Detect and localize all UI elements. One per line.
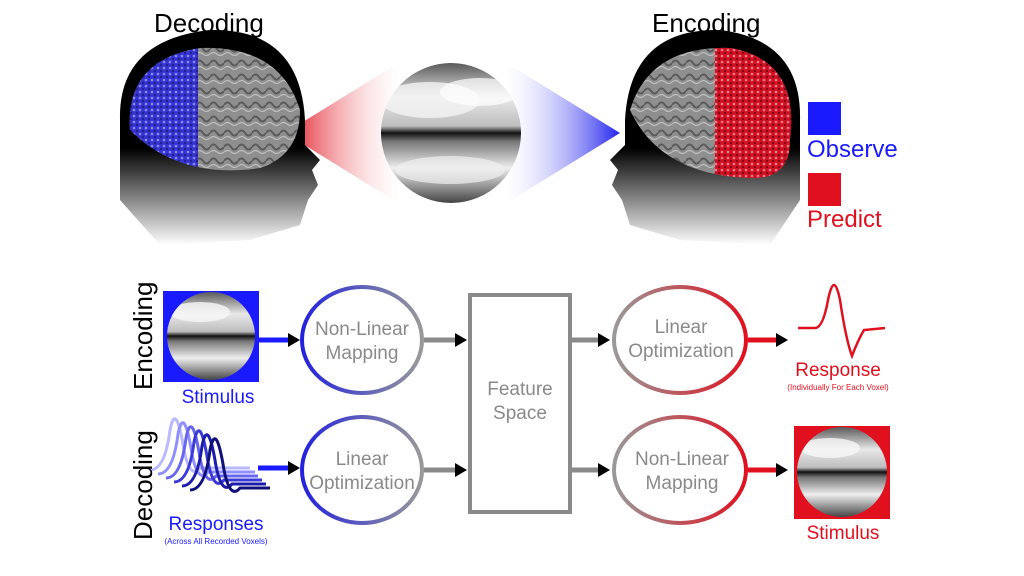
decoding-node2-ring [612,415,748,525]
decoding-stimulus-label: Stimulus [806,523,880,544]
observe-cone [505,62,620,204]
response-label: Response [795,360,881,381]
responses-waveforms [149,417,270,493]
encoding-node2-label: Linear Optimization [628,317,734,362]
encoding-stimulus-image [163,291,259,382]
encoding-node2-ring [612,285,748,395]
encoding-head [610,29,801,246]
feature-space-label: Feature Space [487,379,553,424]
decoding-row-label: Decoding [128,430,158,540]
encoding-row-label: Encoding [128,281,158,390]
stimulus-photo-top [381,63,521,203]
legend-predict-label: Predict [807,206,882,233]
decoding-node2-label: Non-Linear Mapping [635,449,729,494]
responses-note: (Across All Recorded Voxels) [164,537,268,546]
decoding-head [119,29,320,246]
encoding-title: Encoding [652,8,761,38]
decoding-node1-ring [300,415,424,525]
encoding-node1-label: Non-Linear Mapping [315,319,409,364]
encoding-stimulus-label: Stimulus [181,387,255,408]
legend-observe-label: Observe [807,136,898,163]
predict-cone [285,62,400,204]
response-waveform [798,283,886,360]
decoding-title: Decoding [154,8,264,38]
decoding-node1-label: Linear Optimization [309,449,415,494]
responses-label: Responses [168,514,264,535]
observe-swatch [808,102,841,135]
feature-space-box [468,293,572,514]
predict-swatch [808,173,841,206]
response-note: (Individually For Each Voxel) [787,383,889,392]
encoding-node1-ring [300,285,424,395]
decoding-stimulus-image [794,426,890,519]
